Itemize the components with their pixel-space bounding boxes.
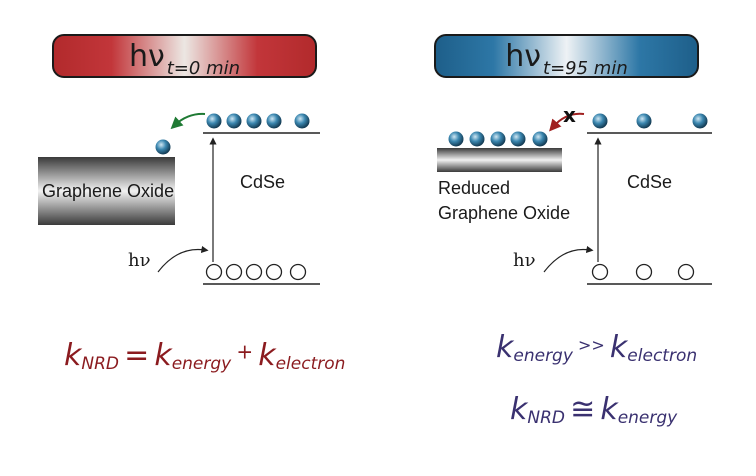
electron bbox=[592, 113, 608, 129]
nrd-subscript: NRD bbox=[527, 408, 565, 429]
electron bbox=[266, 113, 282, 129]
much-greater-sign: >> bbox=[578, 335, 605, 355]
electron bbox=[532, 131, 548, 147]
energy-subscript: energy bbox=[513, 346, 573, 367]
blocked-transfer-arrow bbox=[549, 112, 585, 132]
photon-arrow bbox=[543, 245, 594, 273]
k-symbol: k bbox=[258, 338, 276, 373]
electron-subscript: electron bbox=[275, 354, 346, 375]
hole bbox=[265, 263, 283, 281]
hole bbox=[289, 263, 307, 281]
hole bbox=[225, 263, 243, 281]
reduced-graphene-oxide-slab bbox=[437, 148, 562, 172]
electron bbox=[636, 113, 652, 129]
hole bbox=[677, 263, 695, 281]
electron bbox=[448, 131, 464, 147]
energy-subscript: energy bbox=[171, 354, 232, 375]
graphene-oxide-label: Graphene Oxide bbox=[42, 181, 175, 201]
hole bbox=[245, 263, 263, 281]
banner-time-subscript: t=0 min bbox=[166, 57, 241, 79]
graphene-oxide-label: Graphene Oxide bbox=[438, 203, 571, 223]
k-symbol: k bbox=[64, 338, 82, 373]
electron-subscript: electron bbox=[627, 346, 698, 367]
vb-holes bbox=[205, 263, 307, 281]
k-symbol: k bbox=[510, 392, 528, 427]
electron bbox=[692, 113, 708, 129]
transferred-electron bbox=[155, 139, 171, 155]
k-symbol: k bbox=[154, 338, 172, 373]
cb-electrons bbox=[592, 113, 708, 129]
k-symbol: k bbox=[600, 392, 618, 427]
reduced-label: Reduced bbox=[438, 178, 511, 198]
photon-label: hν bbox=[513, 250, 536, 271]
graphene-oxide-slab bbox=[38, 157, 175, 225]
cdse-label: CdSe bbox=[627, 172, 673, 192]
electron bbox=[510, 131, 526, 147]
electron bbox=[246, 113, 262, 129]
rgo-electrons bbox=[448, 131, 548, 147]
banner-hv-symbol: hν bbox=[128, 38, 165, 74]
rate-equation-left: kNRD = kenergy + kelectron bbox=[64, 338, 345, 374]
cb-electrons bbox=[206, 113, 310, 129]
electron bbox=[294, 113, 310, 129]
cdse-label: CdSe bbox=[240, 172, 286, 192]
hole bbox=[591, 263, 609, 281]
electron bbox=[469, 131, 485, 147]
photon-label: hν bbox=[128, 250, 151, 271]
equals-sign: = bbox=[124, 338, 150, 373]
time-banner-t95: hν t=95 min bbox=[434, 34, 699, 79]
k-symbol: k bbox=[609, 330, 628, 365]
hole bbox=[205, 263, 223, 281]
nrd-subscript: NRD bbox=[81, 354, 119, 375]
electron bbox=[490, 131, 506, 147]
plus-sign: + bbox=[236, 339, 254, 364]
blocked-x-mark: x bbox=[563, 103, 576, 127]
energy-subscript: energy bbox=[617, 408, 678, 429]
electron bbox=[206, 113, 222, 129]
time-banner-t0: hν t=0 min bbox=[52, 34, 317, 79]
vb-holes bbox=[591, 263, 695, 281]
banner-time-subscript: t=95 min bbox=[543, 57, 628, 79]
rate-approximation-right: kNRD ≅ kenergy bbox=[510, 392, 677, 428]
photon-arrow bbox=[157, 245, 209, 273]
banner-hv-symbol: hν bbox=[505, 38, 542, 74]
k-symbol: k bbox=[496, 330, 514, 365]
rate-inequality-right: kenergy >> kelectron bbox=[496, 330, 697, 366]
hole bbox=[635, 263, 653, 281]
electron bbox=[226, 113, 242, 129]
electron-transfer-arrow bbox=[170, 112, 206, 130]
approx-equal-sign: ≅ bbox=[570, 392, 596, 427]
